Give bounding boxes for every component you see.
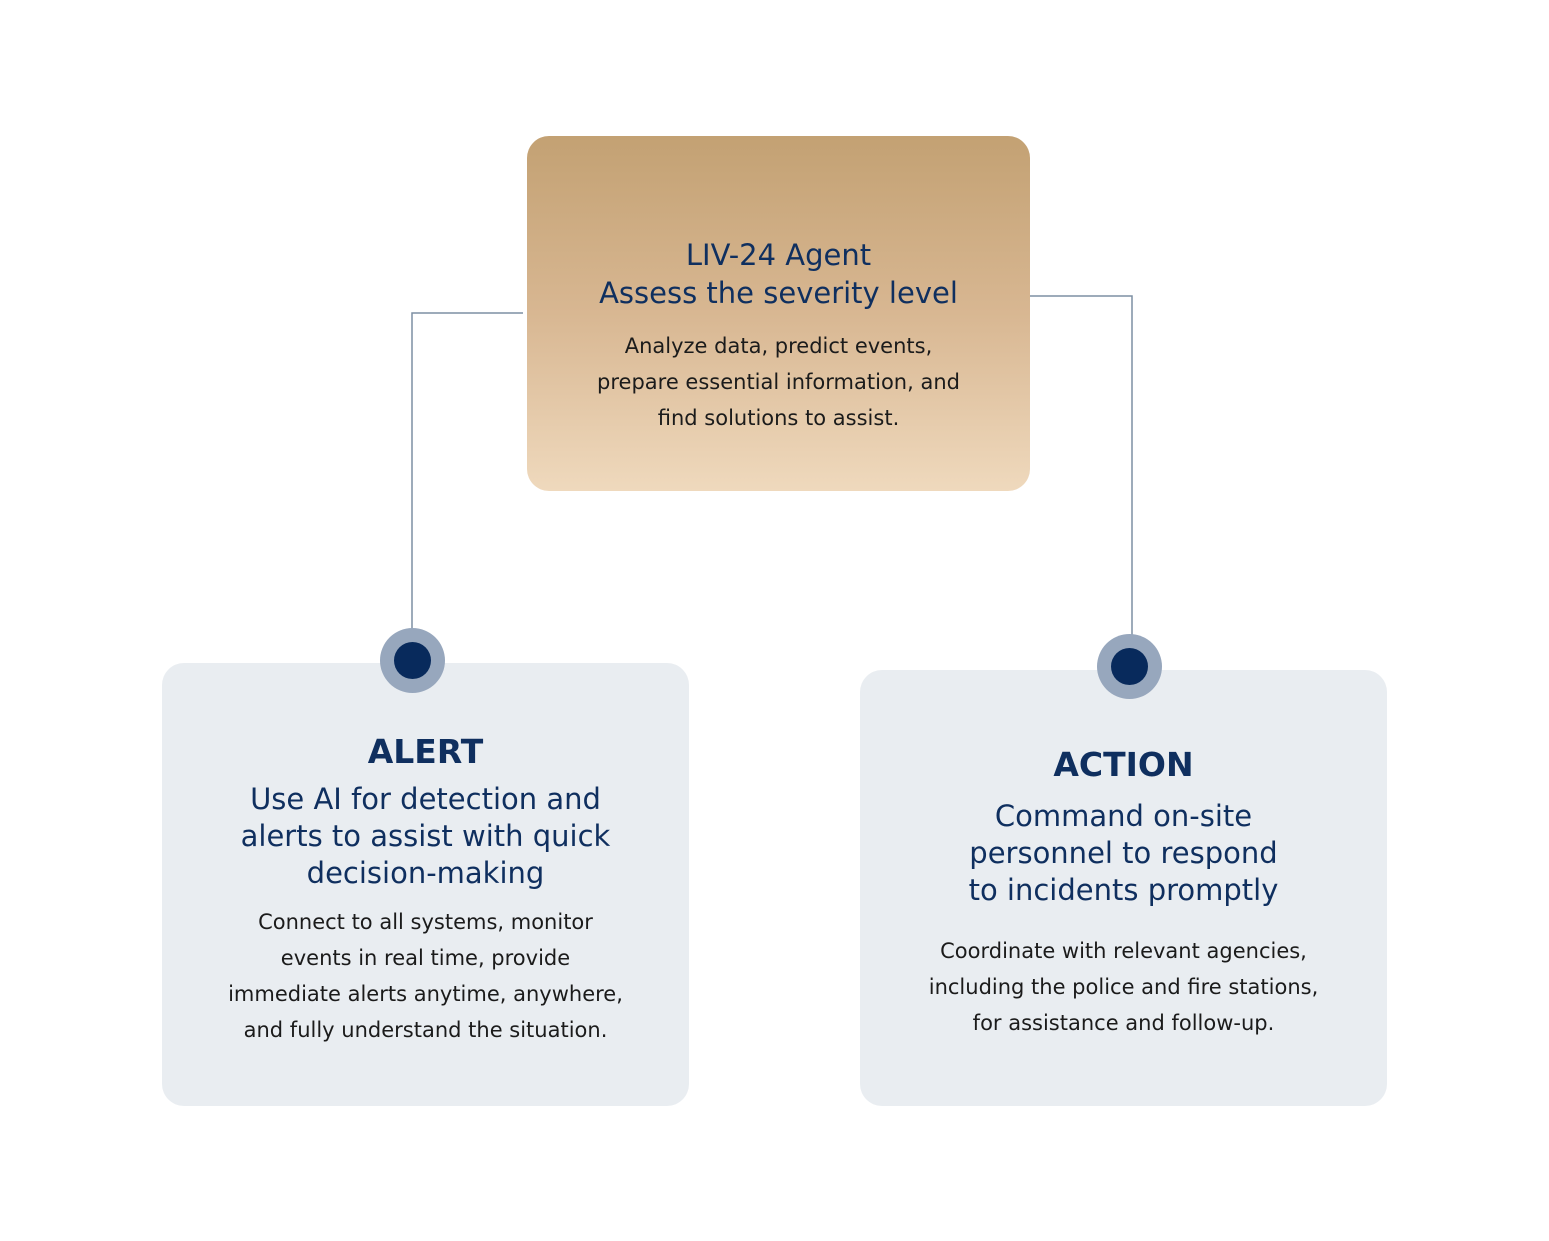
agent-card: LIV-24 Agent Assess the severity level A… xyxy=(527,136,1030,491)
agent-title: LIV-24 Agent Assess the severity level xyxy=(599,238,958,310)
action-node-dot xyxy=(1097,634,1162,699)
action-card: ACTION Command on-site personnel to resp… xyxy=(860,670,1387,1106)
alert-description: Connect to all systems, monitor events i… xyxy=(228,910,623,1042)
alert-title: Use AI for detection and alerts to assis… xyxy=(240,782,611,890)
alert-node-inner-dot xyxy=(394,642,431,679)
action-title: Command on-site personnel to respond to … xyxy=(968,799,1279,907)
alert-node-dot xyxy=(380,628,445,693)
action-label: ACTION xyxy=(1053,745,1194,784)
agent-description: Analyze data, predict events, prepare es… xyxy=(597,334,960,430)
connector-agent-to-action xyxy=(1028,295,1133,636)
alert-label: ALERT xyxy=(367,732,484,771)
connector-agent-to-alert xyxy=(411,312,523,630)
action-description: Coordinate with relevant agencies, inclu… xyxy=(928,939,1319,1035)
action-node-inner-dot xyxy=(1111,648,1148,685)
alert-card: ALERT Use AI for detection and alerts to… xyxy=(162,663,689,1106)
